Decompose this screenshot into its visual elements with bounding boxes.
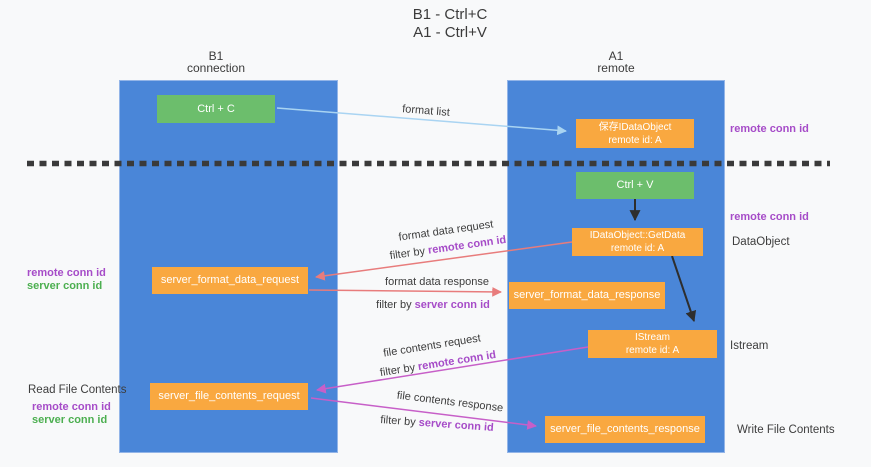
node-save-idataobject-line2: remote id: A [608, 134, 662, 146]
lifeline-b1-name: B1 [208, 49, 224, 63]
node-save-idataobject: 保存IDataObject remote id: A [576, 119, 694, 148]
label-write-file-contents: Write File Contents [737, 424, 835, 436]
lifeline-header-b1: B1 connection [116, 50, 316, 74]
lifeline-a1-role: remote [597, 61, 635, 75]
node-istream: IStream remote id: A [588, 330, 717, 358]
node-server-file-contents-response: server_file_contents_response [545, 416, 705, 443]
label-filter-format-response: filter by server conn id [376, 299, 490, 311]
label-file-contents-response: file contents response [396, 389, 504, 415]
label-istream-side: Istream [730, 340, 769, 352]
label-format-list: format list [401, 103, 451, 119]
node-getdata-line1: IDataObject::GetData [589, 230, 686, 241]
lifeline-header-a1: A1 remote [516, 50, 716, 74]
label-remote-conn-id-mid-right: remote conn id [730, 211, 809, 223]
label-read-file-contents: Read File Contents [28, 384, 127, 396]
label-filter-file-response: filter by server conn id [380, 414, 494, 434]
node-ctrl-v: Ctrl + V [576, 172, 694, 199]
title-line-1: B1 - Ctrl+C [412, 6, 488, 23]
node-server-file-contents-request: server_file_contents_request [150, 383, 308, 410]
title-line-2: A1 - Ctrl+V [413, 24, 487, 41]
diagram-title: B1 - Ctrl+C A1 - Ctrl+V [325, 6, 575, 42]
node-idataobject-getdata: IDataObject::GetData remote id: A [572, 228, 703, 256]
label-dataobject: DataObject [732, 236, 790, 248]
node-istream-line2: remote id: A [625, 345, 680, 356]
label-format-data-response: format data response [385, 276, 489, 288]
filter-by-text: filter by [376, 299, 415, 311]
node-server-format-data-request: server_format_data_request [152, 267, 308, 294]
lifeline-b1-role: connection [186, 61, 246, 75]
label-remote-conn-id-left-2: remote conn id [32, 401, 111, 413]
filter-by-text: filter by [389, 244, 429, 263]
node-ctrl-c: Ctrl + C [157, 95, 275, 123]
server-conn-id-text: server conn id [418, 416, 495, 434]
label-server-conn-id-left-2: server conn id [32, 414, 108, 426]
filter-by-text: filter by [379, 414, 420, 429]
node-save-idataobject-line1: 保存IDataObject [598, 121, 672, 133]
server-conn-id-text: server conn id [414, 299, 490, 311]
label-remote-conn-id-top-right: remote conn id [730, 123, 809, 135]
label-remote-conn-id-left-1: remote conn id [27, 267, 106, 279]
lifeline-a1-name: A1 [608, 49, 624, 63]
node-server-format-data-response: server_format_data_response [509, 282, 665, 309]
label-server-conn-id-left-1: server conn id [27, 280, 103, 292]
node-istream-line1: IStream [634, 332, 670, 343]
filter-by-text: filter by [379, 361, 420, 380]
node-getdata-line2: remote id: A [610, 243, 665, 254]
